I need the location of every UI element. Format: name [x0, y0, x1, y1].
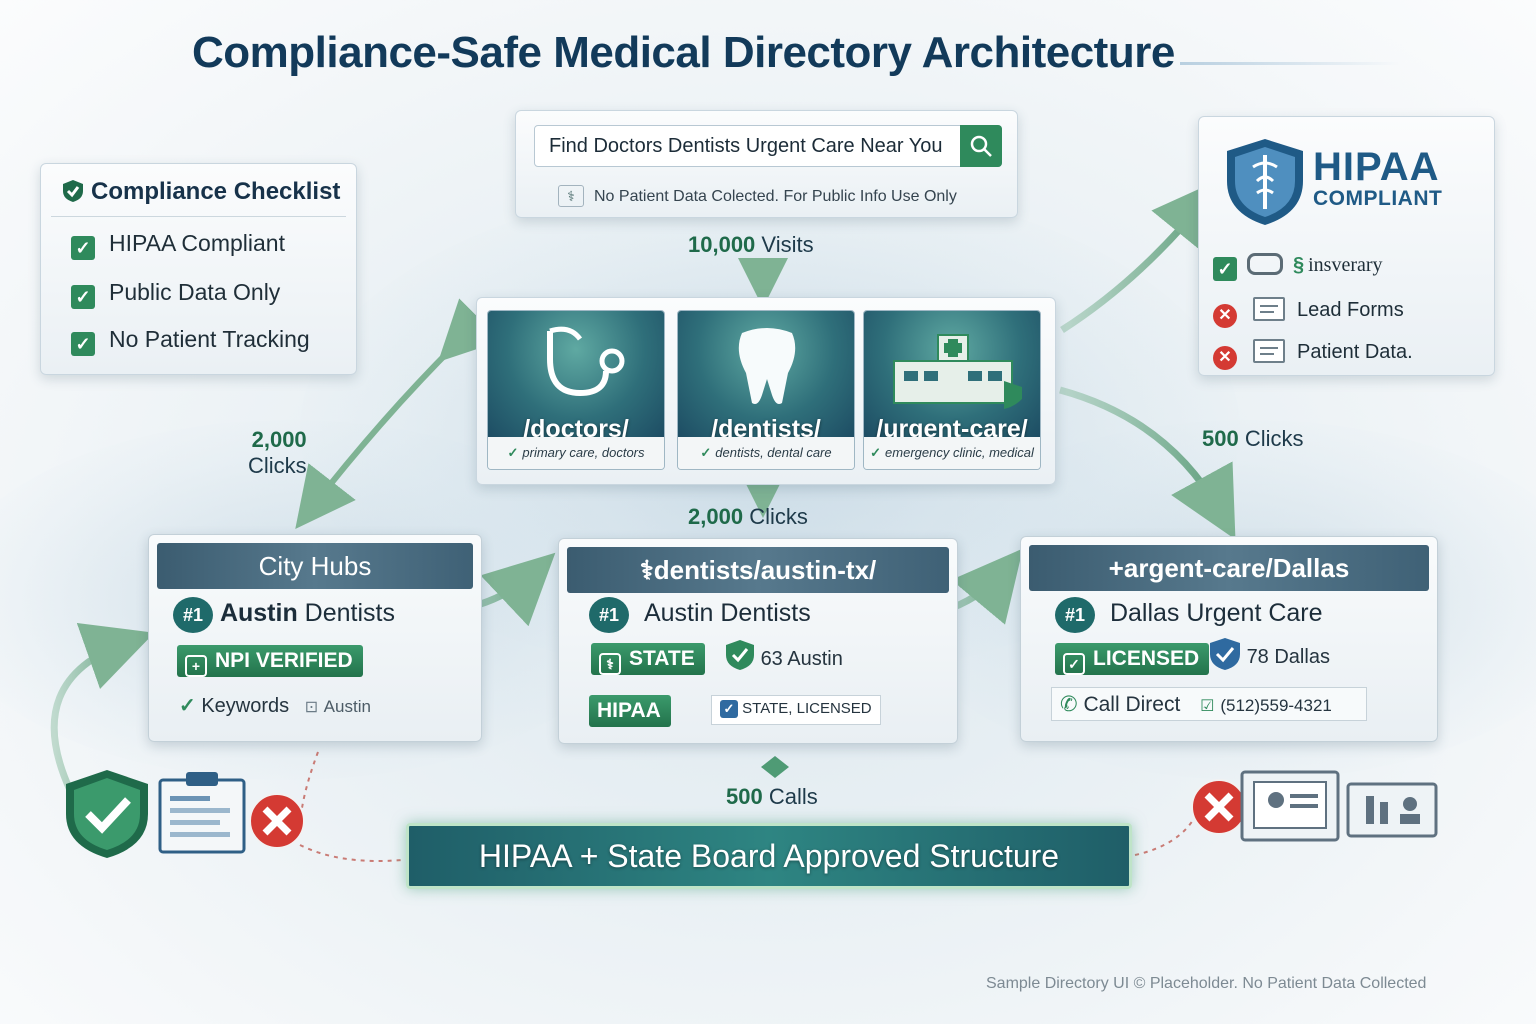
arrow-categories-to-hipaa [1060, 178, 1223, 333]
checkbox-checked-icon: ✓ [71, 285, 95, 309]
category-tile-doctors[interactable]: /doctors/ ✓primary care, doctors [487, 310, 665, 470]
verified-shield-icon [726, 640, 754, 670]
clipboard-icon [158, 772, 246, 854]
footer-note: Sample Directory UI © Placeholder. No Pa… [986, 975, 1427, 992]
hipaa-row-blocked: ✕Lead Forms [1213, 297, 1404, 328]
category-tile-dentists[interactable]: /dentists/ ✓dentists, dental care [677, 310, 855, 470]
tooth-icon [738, 328, 796, 404]
search-button[interactable] [960, 125, 1002, 167]
verified-shield-icon [1210, 638, 1240, 670]
hipaa-badge-panel: HIPAA COMPLIANT ✓§insverary ✕Lead Forms … [1198, 116, 1495, 376]
approved-structure-banner: HIPAA + State Board Approved Structure [406, 823, 1132, 889]
tag-icon: ⊡ [304, 699, 319, 716]
city-hubs-card[interactable]: City Hubs #1 Austin Dentists +NPI VERIFI… [148, 534, 482, 742]
stethoscope-icon [547, 326, 625, 397]
visits-label: 10,000 Visits [688, 232, 814, 257]
card-header: +argent-care/Dallas [1029, 545, 1429, 591]
listing-count: 63 Austin [725, 639, 843, 671]
calls-label: 500 Calls [726, 784, 818, 809]
form-icon [1253, 297, 1285, 321]
rank-badge: #1 [173, 597, 213, 633]
licensed-tag: ✓ STATE, LICENSED [711, 695, 881, 725]
privacy-icon: ⚕ [558, 185, 584, 207]
center-clicks-label: 2,000 Clicks [688, 504, 808, 529]
checkbox-checked-icon: ✓ [1213, 257, 1237, 281]
card-header: City Hubs [157, 543, 473, 589]
blocked-x-icon [249, 793, 305, 849]
search-input[interactable]: Find Doctors Dentists Urgent Care Near Y… [534, 125, 1002, 167]
search-disclaimer: ⚕No Patient Data Colected. For Public In… [558, 185, 957, 207]
category-tile-urgent-care[interactable]: /urgent-care/ ✓emergency clinic, medical [863, 310, 1041, 470]
austin-page-card[interactable]: ⚕dentists/austin-tx/ #1 Austin Dentists … [558, 538, 958, 744]
rank-badge: #1 [1055, 597, 1095, 633]
shield-plus-icon: + [185, 655, 207, 677]
check-icon: ✓ [1063, 653, 1085, 675]
integration-icon [1247, 253, 1283, 275]
card-title: #1 Dallas Urgent Care [1055, 597, 1323, 633]
category-desc: ✓emergency clinic, medical [864, 437, 1040, 469]
checklist-divider [51, 216, 346, 217]
hipaa-subtitle: COMPLIANT [1313, 187, 1443, 210]
checklist-heading: Compliance Checklist [61, 178, 340, 206]
link-icon: ⚕ [639, 555, 654, 585]
dallas-page-card[interactable]: +argent-care/Dallas #1 Dallas Urgent Car… [1020, 536, 1438, 742]
rank-badge: #1 [589, 597, 629, 633]
licensed-badge: ✓LICENSED [1055, 643, 1210, 675]
compliance-checklist: Compliance Checklist ✓HIPAA Compliant ✓P… [40, 163, 357, 375]
card-title: #1 Austin Dentists [589, 597, 811, 633]
npi-verified-badge: +NPI VERIFIED [177, 645, 363, 677]
card-header: ⚕dentists/austin-tx/ [567, 547, 949, 593]
diamond-connector [761, 756, 789, 778]
hipaa-badge: HIPAA [589, 695, 671, 727]
category-desc: ✓dentists, dental care [678, 437, 854, 469]
link-icon: + [1108, 553, 1124, 583]
hipaa-row-allowed: ✓§insverary [1213, 253, 1383, 281]
arrow-loop-left [50, 622, 155, 792]
call-direct-row[interactable]: ✆ Call Direct ☑ (512)559-4321 [1051, 687, 1367, 721]
patient-record-icon [1253, 339, 1285, 363]
checklist-item: ✓HIPAA Compliant [71, 230, 285, 260]
shield-check-icon [66, 770, 148, 858]
patient-id-icons [1240, 770, 1438, 842]
search-query: Find Doctors Dentists Urgent Care Near Y… [549, 135, 943, 157]
page-title: Compliance-Safe Medical Directory Archit… [192, 28, 1175, 77]
phone-icon: ✆ [1060, 693, 1078, 716]
search-panel: Find Doctors Dentists Urgent Care Near Y… [515, 110, 1018, 218]
category-desc: ✓primary care, doctors [488, 437, 664, 469]
hipaa-title: HIPAA [1313, 145, 1440, 189]
title-rule [1180, 62, 1400, 65]
arrow-categories-to-dallas [1059, 386, 1236, 540]
hospital-icon [893, 334, 1022, 409]
category-art [488, 311, 664, 439]
card-title: #1 Austin Dentists [173, 597, 395, 633]
category-art [678, 311, 854, 439]
shield-check-icon [63, 180, 83, 202]
search-icon [970, 135, 992, 157]
checkbox-checked-icon: ✓ [71, 332, 95, 356]
right-clicks-label: 500 Clicks [1202, 426, 1304, 451]
checklist-item: ✓Public Data Only [71, 279, 280, 309]
checkbox-checked-icon: ✓ [71, 236, 95, 260]
shield-icon: ⚕ [599, 653, 621, 675]
hipaa-row-blocked: ✕Patient Data. [1213, 339, 1413, 370]
check-icon: ✓ [179, 695, 196, 717]
checkbox-checked-icon: ✓ [720, 700, 738, 718]
caduceus-shield-icon [1227, 139, 1303, 225]
check-icon: ☑ [1200, 698, 1215, 715]
arrow-categories-to-cityhub [295, 298, 502, 529]
keywords-row: ✓ Keywords ⊡ Austin [179, 695, 371, 717]
state-badge: ⚕STATE [591, 643, 705, 675]
blocked-x-icon: ✕ [1213, 346, 1237, 370]
checklist-item: ✓No Patient Tracking [71, 326, 310, 356]
leaf-icon: § [1293, 254, 1305, 276]
category-art [864, 311, 1040, 439]
category-panel: /doctors/ ✓primary care, doctors /dentis… [476, 297, 1056, 485]
listing-count: 78 Dallas [1209, 637, 1330, 671]
blocked-x-icon: ✕ [1213, 304, 1237, 328]
